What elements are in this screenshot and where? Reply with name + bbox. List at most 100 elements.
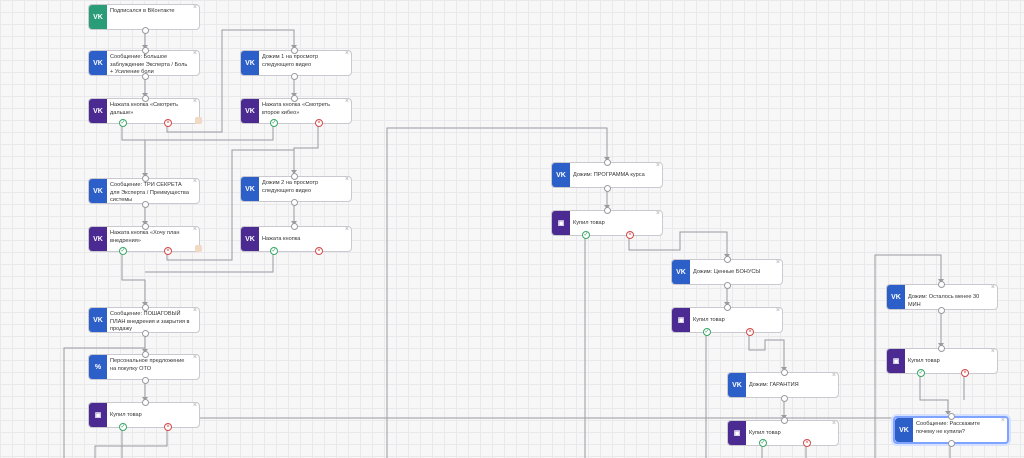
- output-port[interactable]: [142, 201, 149, 208]
- output-port[interactable]: [142, 27, 149, 34]
- fail-port-icon[interactable]: ×: [164, 423, 172, 431]
- close-icon[interactable]: ×: [831, 420, 836, 427]
- input-port[interactable]: [781, 417, 788, 424]
- success-port-icon[interactable]: ✓: [270, 119, 278, 127]
- flow-node-why-not-bought[interactable]: VK Сообщение: Расскажите почему не купил…: [893, 413, 1009, 447]
- close-icon[interactable]: ×: [1000, 417, 1005, 424]
- close-icon[interactable]: ×: [192, 178, 197, 185]
- close-icon[interactable]: ×: [655, 210, 660, 217]
- fail-port-icon[interactable]: ×: [164, 119, 172, 127]
- input-port[interactable]: [604, 159, 611, 166]
- node-label: Дожим: Ценные БОНУСЫ: [693, 269, 761, 275]
- fail-port-icon[interactable]: ×: [961, 369, 969, 377]
- flow-node-followup-2[interactable]: VK Дожим 2 на просмотр следующего видео …: [240, 173, 352, 206]
- success-port-icon[interactable]: ✓: [703, 328, 711, 336]
- close-icon[interactable]: ×: [831, 372, 836, 379]
- output-port[interactable]: [291, 199, 298, 206]
- fail-port-icon[interactable]: ×: [164, 247, 172, 255]
- close-icon[interactable]: ×: [192, 354, 197, 361]
- flow-node-followup-30min[interactable]: VK Дожим: Осталось менее 30 МИН ×: [886, 281, 998, 314]
- success-port-icon[interactable]: ✓: [917, 369, 925, 377]
- output-port[interactable]: [604, 185, 611, 192]
- close-icon[interactable]: ×: [990, 284, 995, 291]
- flow-node-button-pressed[interactable]: VK Нажата кнопка «Хочу план внедрения» ×…: [88, 223, 202, 255]
- flow-node-message[interactable]: VK Сообщение: ТРИ СЕКРЕТА для Эксперта /…: [88, 175, 200, 208]
- input-port[interactable]: [142, 304, 149, 311]
- output-port[interactable]: [142, 377, 149, 384]
- close-icon[interactable]: ×: [775, 259, 780, 266]
- success-port-icon[interactable]: ✓: [119, 423, 127, 431]
- input-port[interactable]: [724, 256, 731, 263]
- flow-node-followup-guarantee[interactable]: VK Дожим: ГАРАНТИЯ ×: [727, 369, 839, 402]
- input-port[interactable]: [291, 173, 298, 180]
- node-label: Купил товар: [110, 412, 142, 418]
- close-icon[interactable]: ×: [344, 50, 349, 57]
- node-label: Дожим 2 на просмотр следующего видео: [262, 180, 319, 194]
- close-icon[interactable]: ×: [775, 307, 780, 314]
- flow-node-button-pressed[interactable]: VK Нажата кнопка «Смотреть дальше» × ✓ ×: [88, 95, 202, 127]
- flow-node-purchase[interactable]: ▣ Купил товар × ✓ ×: [727, 417, 839, 447]
- money-icon: ▣: [728, 421, 746, 445]
- flow-node-button-pressed[interactable]: VK Нажата кнопка «Смотреть второе кибео»…: [240, 95, 352, 127]
- output-port[interactable]: [291, 73, 298, 80]
- flow-node-offer[interactable]: % Персональное предложение на покупку OT…: [88, 351, 200, 384]
- input-port[interactable]: [142, 223, 149, 230]
- input-port[interactable]: [142, 351, 149, 358]
- node-label: Дожим 1 на просмотр следующего видео: [262, 54, 319, 68]
- input-port[interactable]: [142, 47, 149, 54]
- close-icon[interactable]: ×: [344, 176, 349, 183]
- output-port[interactable]: [142, 73, 149, 80]
- input-port[interactable]: [291, 47, 298, 54]
- flow-node-followup-bonus[interactable]: VK Дожим: Ценные БОНУСЫ ×: [671, 256, 783, 289]
- close-icon[interactable]: ×: [344, 98, 349, 105]
- output-port[interactable]: [142, 330, 149, 337]
- flow-node-purchase[interactable]: ▣ Купил товар × ✓ ×: [88, 399, 200, 431]
- fail-port-icon[interactable]: ×: [315, 247, 323, 255]
- close-icon[interactable]: ×: [655, 162, 660, 169]
- flow-node-message[interactable]: VK Сообщение: Большое заблуждение Экспер…: [88, 47, 200, 80]
- close-icon[interactable]: ×: [192, 4, 197, 11]
- node-label: Купил товар: [693, 317, 725, 323]
- flow-node-message[interactable]: VK Сообщение: ПОШАГОВЫЙ ПЛАН внедрения и…: [88, 304, 200, 337]
- close-icon[interactable]: ×: [192, 50, 197, 57]
- flow-node-subscribed[interactable]: VK Подписался в ВКонтакте ×: [88, 4, 200, 34]
- input-port[interactable]: [938, 345, 945, 352]
- input-port[interactable]: [724, 304, 731, 311]
- output-port[interactable]: [724, 282, 731, 289]
- flow-node-purchase[interactable]: ▣ Купил товар × ✓ ×: [671, 304, 783, 336]
- close-icon[interactable]: ×: [192, 226, 197, 233]
- vk-logo-icon: VK: [241, 177, 259, 201]
- fail-port-icon[interactable]: ×: [315, 119, 323, 127]
- flow-node-purchase[interactable]: ▣ Купил товар × ✓ ×: [886, 345, 998, 377]
- input-port[interactable]: [291, 95, 298, 102]
- success-port-icon[interactable]: ✓: [270, 247, 278, 255]
- output-port[interactable]: [938, 307, 945, 314]
- input-port[interactable]: [604, 207, 611, 214]
- success-port-icon[interactable]: ✓: [119, 247, 127, 255]
- success-port-icon[interactable]: ✓: [759, 439, 767, 447]
- output-port[interactable]: [948, 440, 955, 447]
- close-icon[interactable]: ×: [344, 226, 349, 233]
- output-port[interactable]: [781, 395, 788, 402]
- input-port[interactable]: [948, 413, 955, 420]
- success-port-icon[interactable]: ✓: [119, 119, 127, 127]
- flow-node-followup-1[interactable]: VK Дожим 1 на просмотр следующего видео …: [240, 47, 352, 80]
- input-port[interactable]: [781, 369, 788, 376]
- input-port[interactable]: [938, 281, 945, 288]
- close-icon[interactable]: ×: [192, 98, 197, 105]
- close-icon[interactable]: ×: [990, 348, 995, 355]
- input-port[interactable]: [142, 175, 149, 182]
- flow-node-purchase[interactable]: ▣ Купил товар × ✓ ×: [551, 207, 663, 239]
- fail-port-icon[interactable]: ×: [746, 328, 754, 336]
- input-port[interactable]: [291, 223, 298, 230]
- close-icon[interactable]: ×: [192, 402, 197, 409]
- close-icon[interactable]: ×: [192, 307, 197, 314]
- input-port[interactable]: [142, 399, 149, 406]
- flow-node-button-pressed[interactable]: VK Нажата кнопка × ✓ ×: [240, 223, 352, 255]
- success-port-icon[interactable]: ✓: [582, 231, 590, 239]
- fail-port-icon[interactable]: ×: [626, 231, 634, 239]
- fail-port-icon[interactable]: ×: [803, 439, 811, 447]
- flow-node-followup-program[interactable]: VK Дожим: ПРОГРАММА курса ×: [551, 159, 663, 192]
- input-port[interactable]: [142, 95, 149, 102]
